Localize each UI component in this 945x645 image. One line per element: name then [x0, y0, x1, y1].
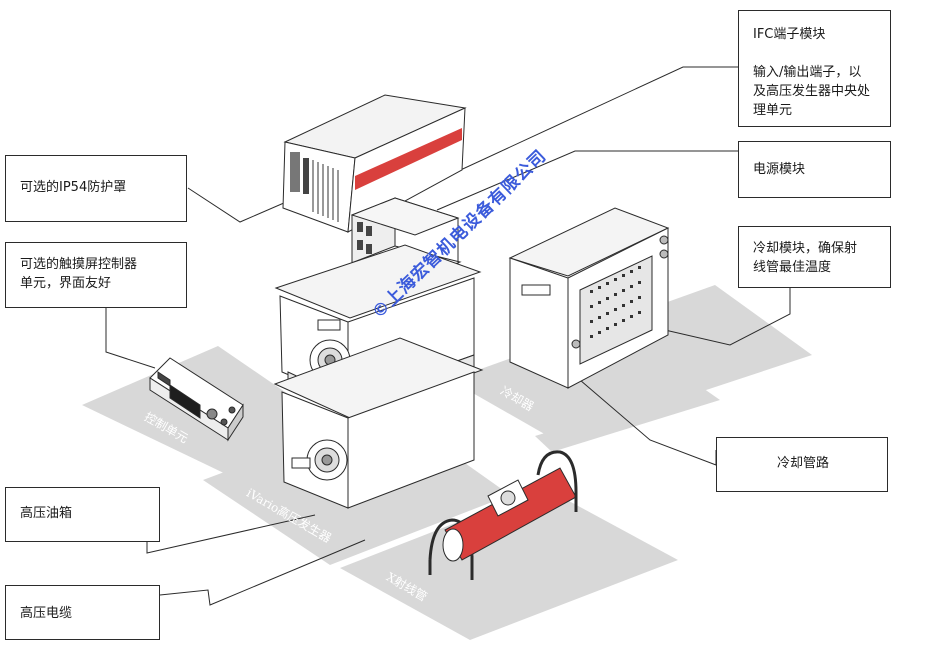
floor-xray — [340, 488, 678, 640]
leader-hvcable — [159, 539, 366, 606]
callout-ifc-desc: 输入/输出端子，以 及高压发生器中央处 理单元 — [753, 65, 871, 118]
callout-hv-tank: 高压油箱 — [5, 487, 160, 542]
floor-cooler — [450, 285, 812, 440]
callout-pipe-text: 冷却管路 — [777, 456, 830, 471]
leader-ifc — [399, 66, 738, 199]
callout-cooling-pipe: 冷却管路 — [716, 437, 888, 492]
leader-power — [436, 150, 738, 211]
cooler-grille — [590, 266, 641, 338]
callout-touch-text: 可选的触摸屏控制器 单元，界面友好 — [20, 257, 138, 291]
callout-touch-controller: 可选的触摸屏控制器 单元，界面友好 — [5, 242, 187, 308]
callout-power-module: 电源模块 — [738, 141, 891, 198]
callout-hvtank-text: 高压油箱 — [20, 506, 73, 521]
ip54-cover-module — [282, 94, 467, 233]
generator-lower — [273, 337, 484, 509]
callout-hv-cable: 高压电缆 — [5, 585, 160, 640]
callout-ifc-title: IFC端子模块 — [753, 27, 826, 42]
control-unit — [149, 357, 244, 442]
callout-ip54-text: 可选的IP54防护罩 — [20, 180, 127, 195]
callout-ip54-cover: 可选的IP54防护罩 — [5, 155, 187, 222]
leader-ip54 — [187, 187, 301, 223]
callout-cooling-text: 冷却模块，确保射 线管最佳温度 — [753, 241, 858, 275]
callout-hvcable-text: 高压电缆 — [20, 606, 73, 621]
cooler-unit — [508, 207, 670, 389]
callout-cooling-module: 冷却模块，确保射 线管最佳温度 — [738, 226, 891, 288]
leader-hvtank — [146, 514, 316, 554]
callout-power-text: 电源模块 — [753, 162, 806, 177]
leader-cooling — [664, 287, 791, 346]
leader-touch — [105, 308, 156, 369]
floor-strip — [535, 386, 720, 452]
xray-tube — [428, 450, 578, 580]
callout-ifc-module: IFC端子模块 输入/输出端子，以 及高压发生器中央处 理单元 — [738, 10, 891, 127]
